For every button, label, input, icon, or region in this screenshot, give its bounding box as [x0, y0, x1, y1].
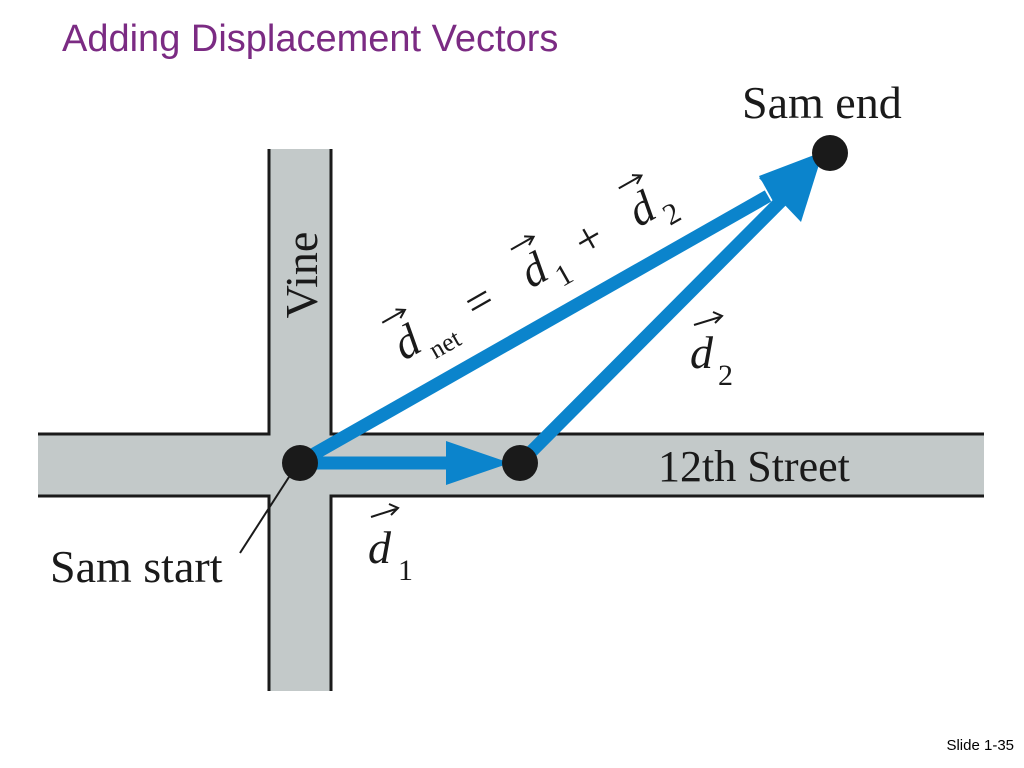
eq-d1-arrow-accent	[510, 236, 533, 251]
slide-title: Adding Displacement Vectors	[62, 18, 559, 60]
d2-symbol: d	[690, 327, 714, 378]
sam-start-dot	[282, 445, 318, 481]
eq-d1-arrow-accent-head	[524, 235, 536, 246]
sam-start-leader-line	[239, 476, 290, 554]
d-net-arrow-accent-head	[395, 308, 407, 319]
d1-arrow-accent-head	[388, 503, 400, 516]
road-outlines	[38, 149, 984, 691]
d-net-vector-shaft	[296, 190, 772, 468]
d2-arrow-accent-head	[712, 311, 724, 324]
d2-vector-shaft	[515, 196, 786, 468]
vine-label: Vine	[276, 232, 327, 319]
d-net-subscript: net	[424, 323, 467, 364]
eq-d2-arrow-accent	[618, 175, 641, 190]
d-net-symbol: d	[384, 313, 430, 369]
vectors	[296, 152, 822, 485]
eq-d1-symbol: d	[511, 241, 557, 297]
d2-label: d 2	[690, 311, 733, 392]
sam-end-label: Sam end	[742, 77, 902, 128]
midpoint-dot	[502, 445, 538, 481]
equals-sign: =	[455, 272, 503, 329]
d-net-arrow-accent	[381, 310, 404, 324]
svg-text:d 1: d 1	[368, 522, 413, 587]
d1-symbol: d	[368, 522, 392, 573]
d1-arrow-accent	[370, 508, 397, 518]
sam-start-label: Sam start	[50, 541, 223, 592]
vine-road	[269, 149, 331, 691]
eq-d2-arrow-accent-head	[631, 174, 644, 185]
plus-sign: +	[565, 210, 613, 267]
svg-text:d 2: d 2	[690, 327, 733, 392]
sam-end-dot	[812, 135, 848, 171]
d1-subscript: 1	[398, 554, 413, 587]
d2-vector-arrowhead	[759, 155, 822, 222]
d1-label: d 1	[368, 503, 413, 587]
d1-vector-arrowhead	[446, 441, 510, 485]
d2-subscript: 2	[718, 359, 733, 392]
twelfth-street-label: 12th Street	[658, 442, 850, 491]
slide-number: Slide 1-35	[946, 737, 1014, 754]
svg-text:d net = d: d net = d 1 + d 2	[384, 171, 688, 382]
eq-d1-subscript: 1	[549, 257, 578, 293]
eq-d2-symbol: d	[619, 180, 665, 236]
road-network	[38, 149, 984, 691]
eq-d2-subscript: 2	[657, 196, 686, 232]
d2-arrow-accent	[693, 316, 721, 326]
